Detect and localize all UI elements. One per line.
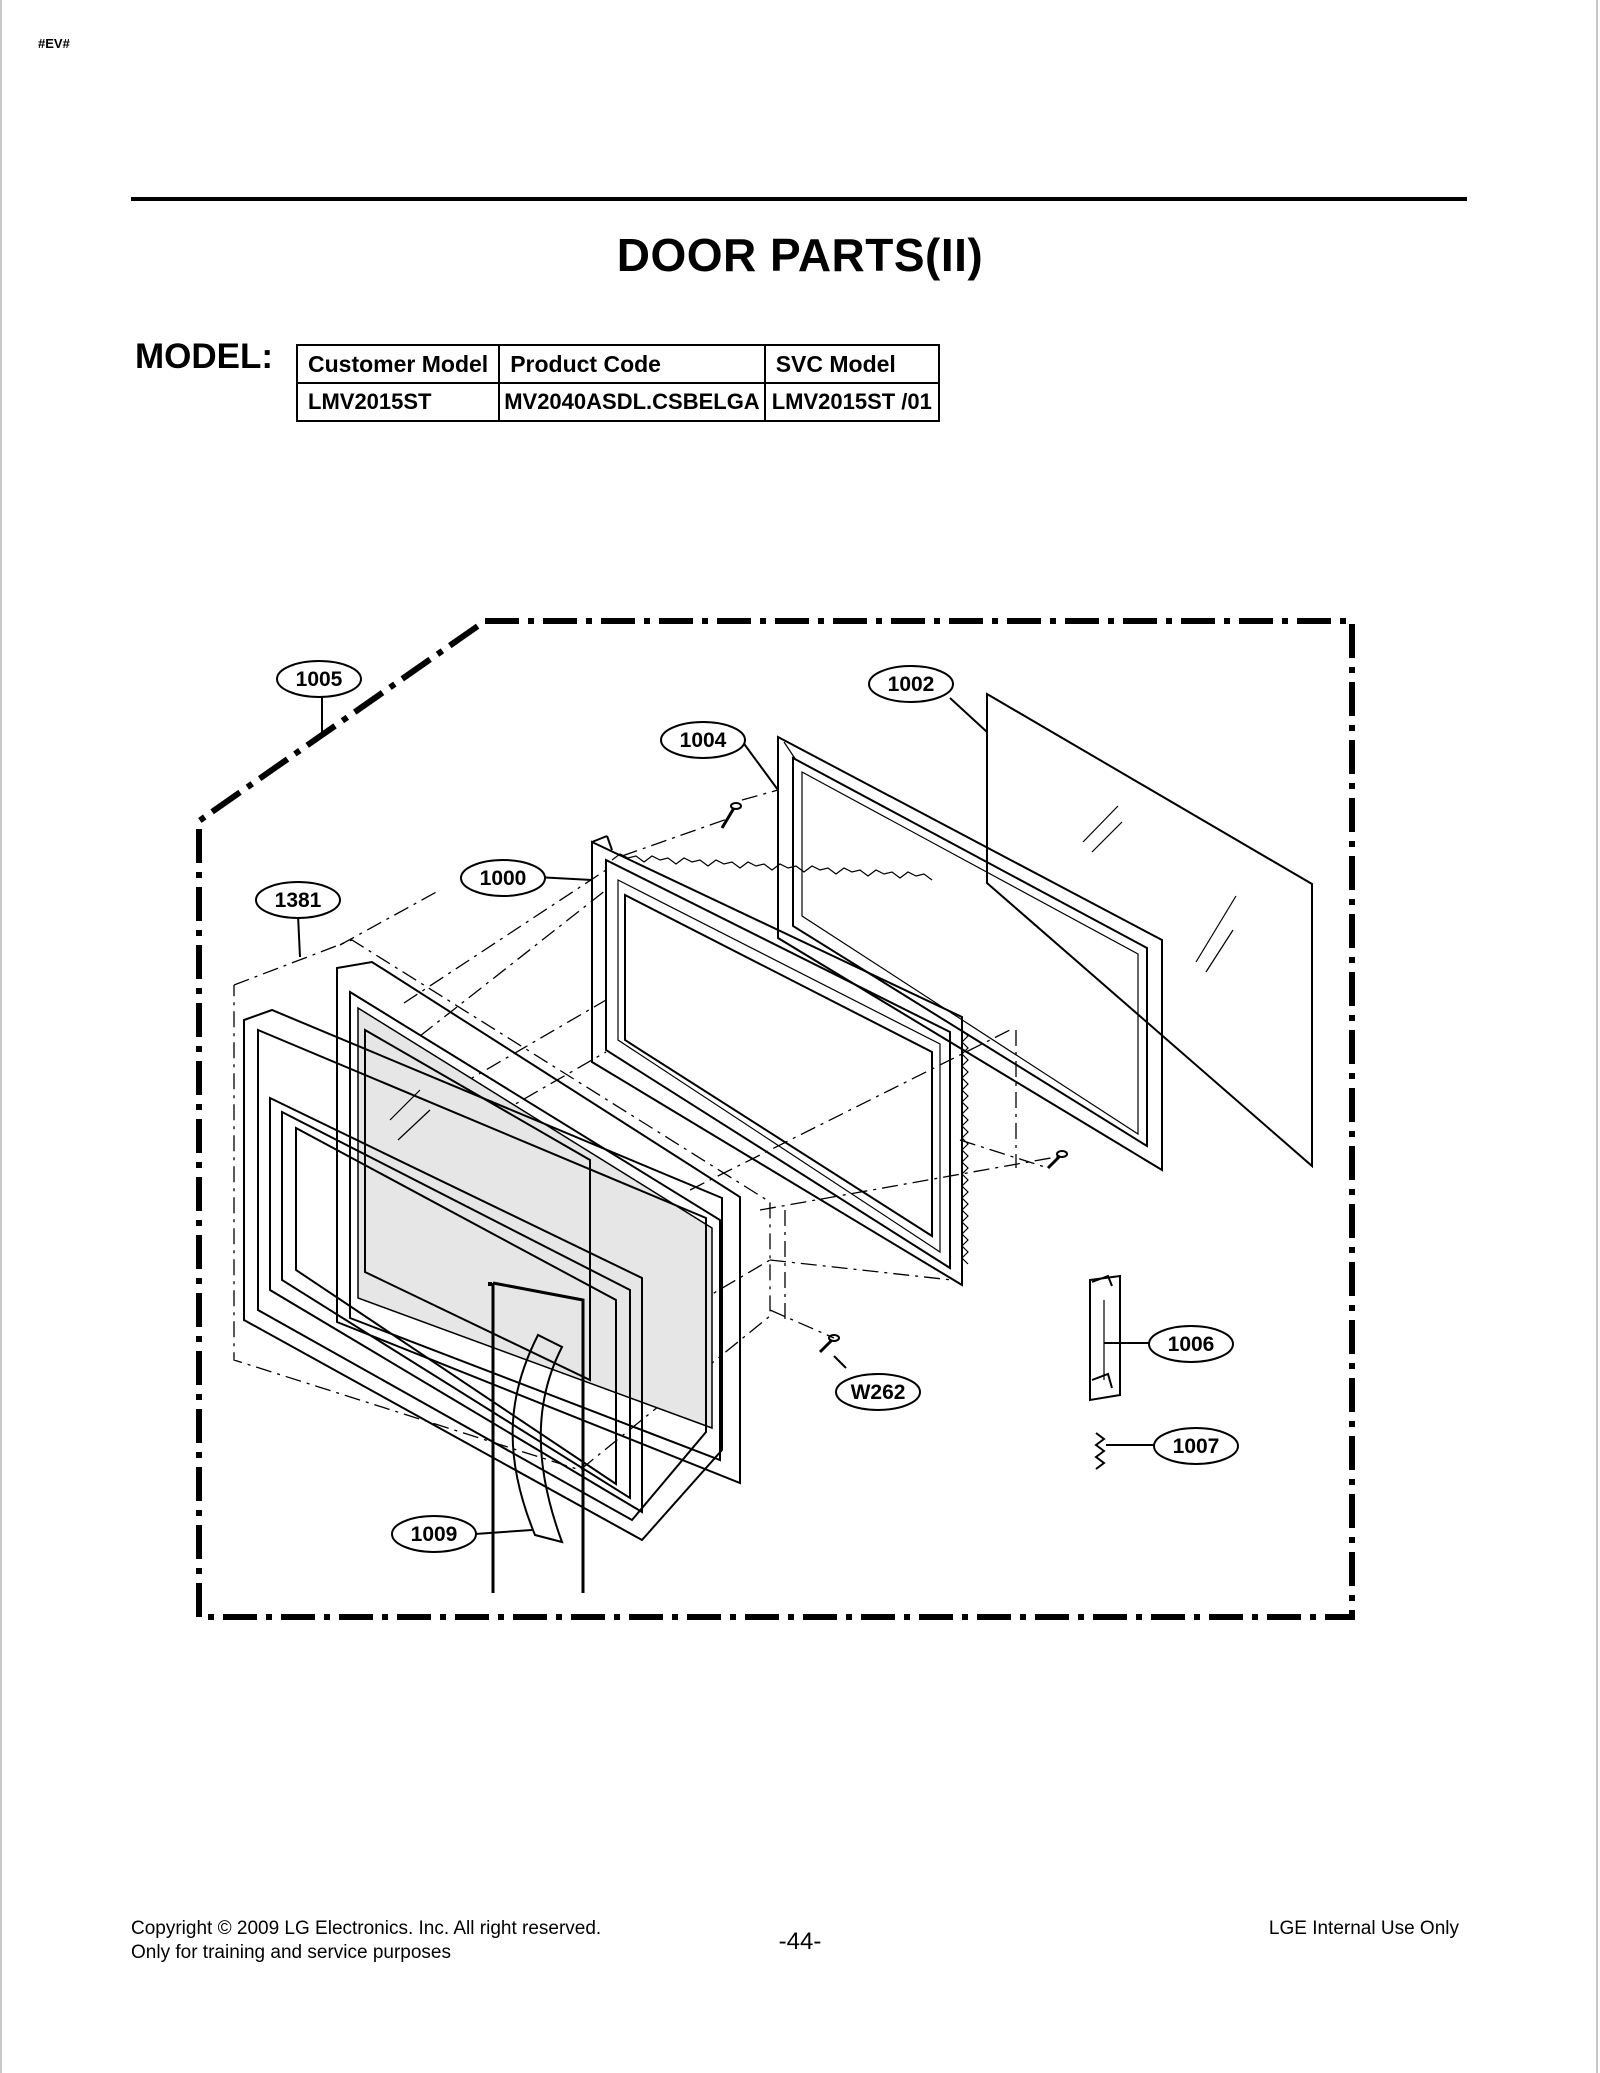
alignment-lines [339, 789, 1063, 1339]
header-customer-model: Customer Model [295, 344, 501, 384]
callout-1007: 1007 [1153, 1427, 1239, 1465]
cell-svc-model: LMV2015ST /01 [763, 382, 940, 422]
part-1004-frame [777, 735, 1163, 1172]
front-door-frame [243, 1008, 723, 1542]
screw-right [1046, 1150, 1068, 1170]
part-1007-spring [1094, 1432, 1106, 1470]
page-number: -44- [778, 1928, 822, 1955]
footer-internal-use: LGE Internal Use Only [1268, 1918, 1459, 1939]
callout-w262-label: W262 [851, 1381, 906, 1404]
callout-1007-label: 1007 [1173, 1435, 1220, 1458]
screw-w262 [818, 1334, 840, 1354]
part-1000-door-frame [591, 835, 969, 1287]
callout-1004: 1004 [660, 721, 746, 759]
callout-1005: 1005 [276, 660, 362, 698]
callout-1009: 1009 [391, 1515, 477, 1553]
rear-panel [336, 960, 741, 1485]
page-border-right [1596, 0, 1598, 2073]
part-1006-latch [1089, 1274, 1121, 1402]
callout-1381: 1381 [255, 881, 341, 919]
page-border-left [0, 0, 2, 2073]
screw-top [720, 802, 742, 829]
callout-1381-label: 1381 [275, 889, 322, 912]
cell-product-code: MV2040ASDL.CSBELGA [498, 382, 766, 422]
callout-1009-label: 1009 [411, 1523, 458, 1546]
model-table-row: LMV2015ST MV2040ASDL.CSBELGA LMV2015ST /… [295, 382, 940, 422]
callout-1002-label: 1002 [888, 673, 935, 696]
part-1002-glass-panel [986, 692, 1313, 1169]
page-title: DOOR PARTS(II) [616, 229, 984, 281]
callout-w262: W262 [835, 1373, 921, 1411]
part-1009-handle [488, 1281, 585, 1593]
model-table-header-row: Customer Model Product Code SVC Model [295, 344, 940, 384]
model-label: MODEL: [135, 337, 274, 376]
callout-1006-label: 1006 [1168, 1333, 1215, 1356]
assembly-boundary [196, 618, 1355, 1620]
cell-customer-model: LMV2015ST [295, 382, 501, 422]
header-product-code: Product Code [498, 344, 766, 384]
callout-1006: 1006 [1148, 1325, 1234, 1363]
callout-1002: 1002 [868, 665, 954, 703]
callout-1004-label: 1004 [680, 729, 727, 752]
footer-copyright: Copyright © 2009 LG Electronics. Inc. Al… [131, 1918, 602, 1939]
title-rule [131, 197, 1467, 201]
header-svc-model: SVC Model [763, 344, 940, 384]
footer-purpose: Only for training and service purposes [131, 1942, 451, 1963]
callout-1000-label: 1000 [480, 867, 527, 890]
part-1381-dashed-region [233, 939, 771, 1471]
callout-1000: 1000 [460, 859, 546, 897]
model-table: Customer Model Product Code SVC Model LM… [295, 344, 940, 422]
document-tag: #EV# [38, 36, 70, 51]
callout-1005-label: 1005 [296, 668, 343, 691]
